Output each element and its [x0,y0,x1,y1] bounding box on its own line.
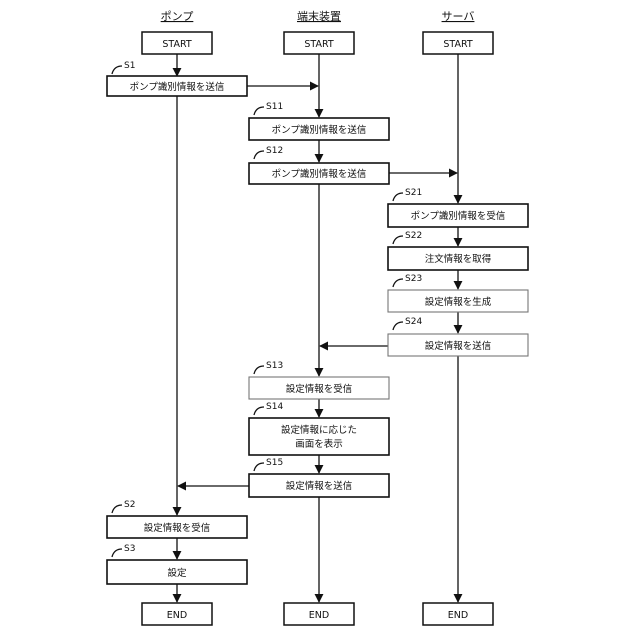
svg-text:S24: S24 [405,317,422,327]
svg-text:ポンプ識別情報を送信: ポンプ識別情報を送信 [130,81,225,93]
start-server: START [423,32,493,54]
svg-text:S14: S14 [266,402,283,412]
svg-text:ポンプ識別情報を送信: ポンプ識別情報を送信 [272,168,367,180]
lane-header-terminal: 端末装置 [297,9,341,23]
svg-text:START: START [162,39,192,50]
svg-text:設定情報を送信: 設定情報を送信 [286,480,353,492]
svg-text:END: END [448,610,468,621]
svg-text:ポンプ識別情報を受信: ポンプ識別情報を受信 [411,210,506,222]
svg-text:設定情報を生成: 設定情報を生成 [425,296,492,308]
svg-text:S12: S12 [266,146,283,156]
start-pump: START [142,32,212,54]
end-server: END [423,603,493,625]
svg-text:END: END [167,610,187,621]
svg-text:設定: 設定 [167,567,187,579]
svg-text:設定情報を送信: 設定情報を送信 [425,340,492,352]
svg-text:S11: S11 [266,102,283,112]
svg-text:設定情報を受信: 設定情報を受信 [144,522,211,534]
svg-text:START: START [443,39,473,50]
svg-text:S23: S23 [405,274,422,284]
lane-header-pump: ポンプ [161,10,194,23]
svg-text:S22: S22 [405,231,422,241]
svg-text:S15: S15 [266,458,283,468]
svg-text:画面を表示: 画面を表示 [295,438,343,450]
svg-text:S1: S1 [124,61,135,71]
svg-text:注文情報を取得: 注文情報を取得 [425,253,492,265]
svg-text:設定情報を受信: 設定情報を受信 [286,383,353,395]
svg-text:S13: S13 [266,361,283,371]
svg-text:設定情報に応じた: 設定情報に応じた [281,424,357,436]
svg-text:ポンプ識別情報を送信: ポンプ識別情報を送信 [272,124,367,136]
end-terminal: END [284,603,354,625]
start-terminal: START [284,32,354,54]
end-pump: END [142,603,212,625]
svg-text:START: START [304,39,334,50]
svg-text:S2: S2 [124,500,135,510]
svg-text:S21: S21 [405,188,422,198]
svg-text:END: END [309,610,329,621]
svg-text:S3: S3 [124,544,135,554]
lane-header-server: サーバ [442,10,475,23]
